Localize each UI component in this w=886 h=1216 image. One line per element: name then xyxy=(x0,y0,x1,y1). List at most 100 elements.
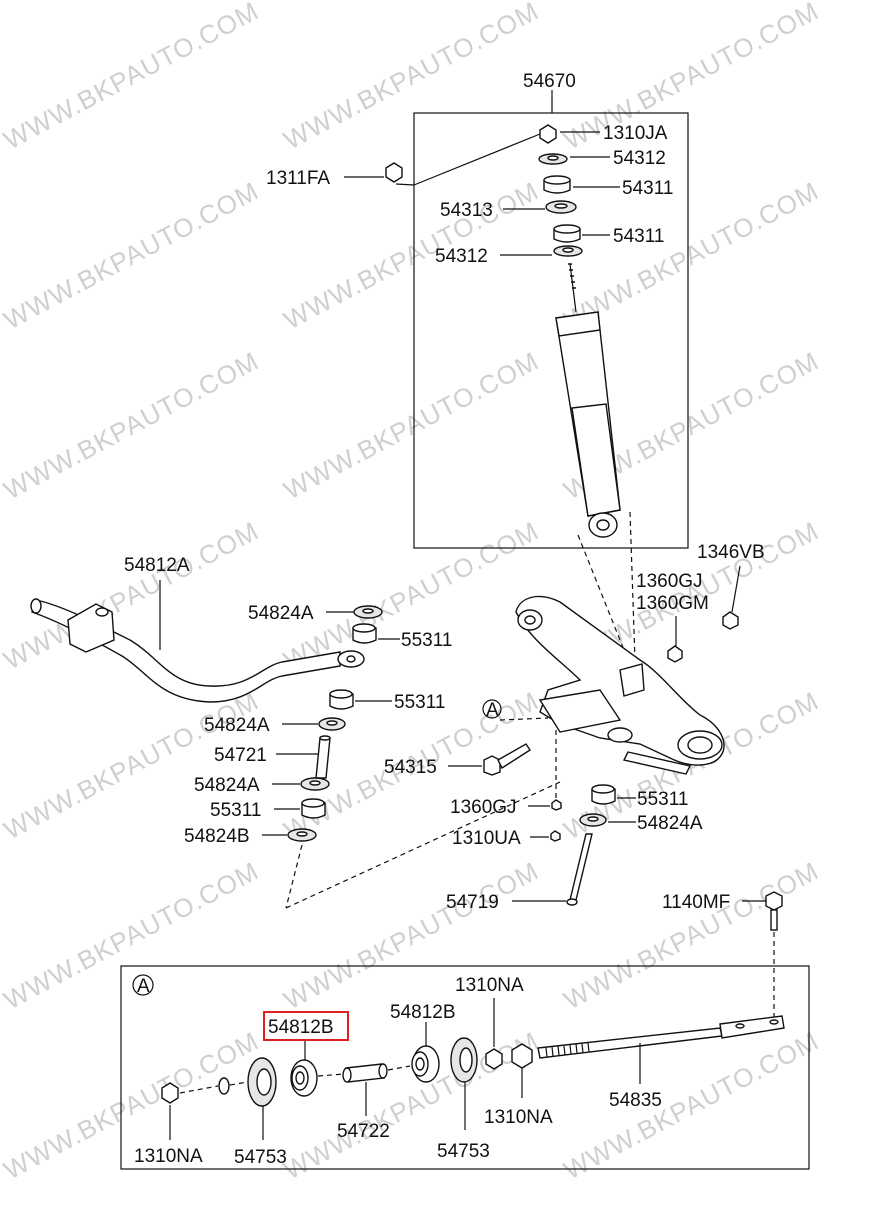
link-bolt-head xyxy=(566,898,578,906)
bushing-top xyxy=(553,224,581,234)
bushing-hole xyxy=(415,1057,425,1071)
washer-hole xyxy=(562,247,574,253)
nut-1310na-left[interactable] xyxy=(161,1082,179,1104)
dash-line xyxy=(229,1081,249,1086)
rod-hole xyxy=(769,1019,779,1025)
stabilizer-bar-shape xyxy=(31,599,341,703)
bushing-hole xyxy=(295,1071,305,1085)
rod-threaded-section xyxy=(537,1027,723,1059)
washer-hole xyxy=(362,608,374,614)
dash-line xyxy=(179,1085,219,1094)
callout-55311: 55311 xyxy=(210,800,261,821)
nut-1360gj[interactable] xyxy=(551,799,562,811)
bolt-head xyxy=(483,755,501,776)
watermark: WWW.BKPAUTO.COM xyxy=(279,0,544,155)
washer-hole xyxy=(309,780,321,786)
spacer-54722[interactable] xyxy=(342,1063,388,1083)
bolt-1140mf[interactable] xyxy=(765,891,783,931)
callout-54812b: 54812B xyxy=(390,1002,456,1023)
callout-54722: 54722 xyxy=(337,1121,390,1142)
callout-54824a: 54824A xyxy=(204,715,270,736)
bolt-head xyxy=(765,891,783,911)
link-bolt-54719[interactable] xyxy=(566,833,593,906)
callout-a: A xyxy=(486,700,499,721)
spacer-body xyxy=(345,1063,385,1083)
bracket-hole xyxy=(95,607,109,617)
callout-54753: 54753 xyxy=(437,1141,490,1162)
shock-absorber-box xyxy=(413,112,689,549)
mount-hole xyxy=(607,727,633,743)
watermark: WWW.BKPAUTO.COM xyxy=(279,515,544,675)
callout-54315: 54315 xyxy=(384,757,437,778)
washer-hole xyxy=(547,155,559,161)
nut-1310na-inner[interactable] xyxy=(485,1048,503,1070)
strut-rod-54835[interactable] xyxy=(537,1015,785,1059)
callout-1310ua: 1310UA xyxy=(452,828,521,849)
callout-54824b: 54824B xyxy=(184,826,250,847)
washer-hole xyxy=(587,816,599,822)
callout-54313: 54313 xyxy=(440,200,493,221)
dash-line xyxy=(499,717,549,721)
spacer-54721[interactable] xyxy=(315,737,331,779)
callout-1360gj: 1360GJ xyxy=(636,571,703,592)
lower-control-arm[interactable] xyxy=(515,595,725,775)
bushing-top xyxy=(352,623,376,633)
rod-flat-end xyxy=(719,1015,785,1039)
stabilizer-bar-54812a[interactable] xyxy=(30,598,365,703)
watermark: WWW.BKPAUTO.COM xyxy=(0,855,264,1015)
nut-1310ua[interactable] xyxy=(550,830,561,842)
callout-54312: 54312 xyxy=(435,246,488,267)
rod-thread xyxy=(545,1042,590,1058)
callout-54311: 54311 xyxy=(613,226,664,247)
shock-mount xyxy=(619,663,645,697)
bushing-top xyxy=(591,784,615,794)
selected-part-highlight[interactable] xyxy=(263,1011,349,1041)
stabilizer-mount-bracket xyxy=(538,689,622,733)
bushing-54812b-left[interactable] xyxy=(290,1059,318,1097)
dash-line xyxy=(285,844,303,909)
shock-absorber-54670[interactable] xyxy=(555,263,621,538)
callout-a: A xyxy=(137,976,150,997)
nut-1360gm[interactable] xyxy=(667,645,683,663)
callout-54753: 54753 xyxy=(234,1147,287,1168)
watermark: WWW.BKPAUTO.COM xyxy=(559,855,824,1015)
detail-marker-a xyxy=(482,699,502,719)
spacer-end xyxy=(342,1067,352,1083)
bolt-54315[interactable] xyxy=(483,743,531,776)
callout-54670: 54670 xyxy=(523,71,576,92)
watermark: WWW.BKPAUTO.COM xyxy=(0,175,264,335)
nut-1311fa[interactable] xyxy=(385,162,403,183)
callout-54812b-selected: 54812B xyxy=(268,1017,334,1038)
watermark: WWW.BKPAUTO.COM xyxy=(279,345,544,505)
spacer-top xyxy=(319,735,331,741)
shock-lower-tube xyxy=(571,403,621,517)
callout-1311fa: 1311FA xyxy=(266,168,330,189)
detail-box-a xyxy=(120,965,810,1170)
callout-1360gj: 1360GJ xyxy=(450,797,517,818)
callout-55311: 55311 xyxy=(637,789,688,810)
callout-1310na: 1310NA xyxy=(455,975,524,996)
callout-54824a: 54824A xyxy=(194,775,260,796)
nut-1310na-outer[interactable] xyxy=(511,1043,533,1069)
shock-absorber-group xyxy=(344,90,689,691)
callout-1310na: 1310NA xyxy=(484,1107,553,1128)
bushing-top xyxy=(329,689,353,699)
callout-54312: 54312 xyxy=(613,148,666,169)
arm-pivot-hole xyxy=(524,615,536,625)
retainer-hole xyxy=(554,203,568,209)
rod-hole xyxy=(735,1023,745,1029)
detail-marker-a xyxy=(132,974,154,996)
bolt-shank xyxy=(497,743,531,770)
nut-1346vb[interactable] xyxy=(722,611,739,630)
callout-1140mf: 1140MF xyxy=(662,892,730,913)
nut-1310ja[interactable] xyxy=(539,124,557,144)
thread xyxy=(568,263,576,289)
watermark: WWW.BKPAUTO.COM xyxy=(0,0,264,155)
watermark: WWW.BKPAUTO.COM xyxy=(0,345,264,505)
bushing-54812b-right[interactable] xyxy=(411,1045,440,1083)
small-washer[interactable] xyxy=(218,1077,230,1095)
bar-end xyxy=(30,598,42,614)
washer-hole xyxy=(326,720,338,726)
